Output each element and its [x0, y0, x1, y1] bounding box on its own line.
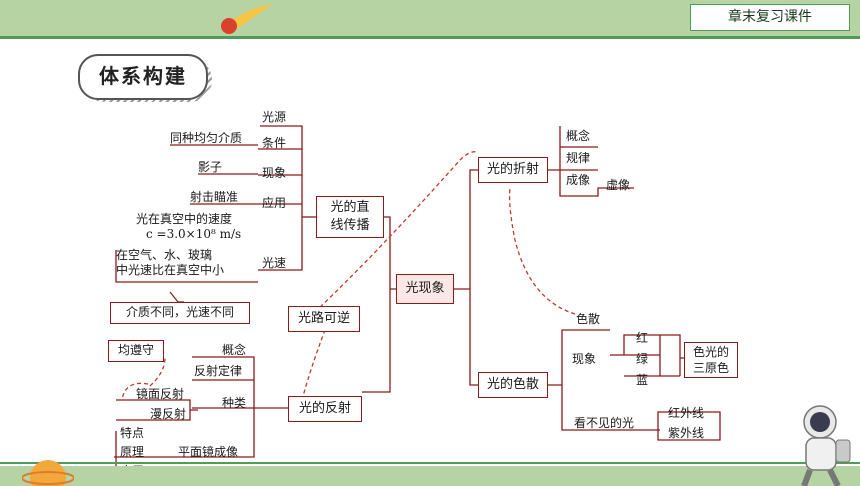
light-source-label: 光源 [262, 110, 287, 124]
invisible-light: 看不见的光 [574, 416, 635, 430]
straight-line-2: 线传播 [330, 218, 370, 233]
dispersion-node[interactable]: 光的色散 [478, 372, 548, 398]
straight-propagation-node[interactable]: 光的直 线传播 [316, 196, 384, 238]
reversible-node[interactable]: 光路可逆 [288, 306, 360, 332]
reflection-node[interactable]: 光的反射 [288, 396, 362, 422]
comet-icon [221, 4, 273, 34]
green-label: 绿 [636, 352, 649, 366]
refraction-imaging: 成像 [566, 173, 591, 187]
straight-line-1: 光的直 [330, 200, 370, 215]
astronaut-icon [801, 405, 851, 486]
blue-label: 蓝 [636, 373, 649, 387]
dispersion-phenomenon: 现象 [572, 352, 597, 366]
page-title: 体系构建 [78, 54, 208, 100]
condition-label: 条件 [262, 136, 287, 150]
infrared-label: 红外线 [668, 406, 705, 420]
plane-mirror-label: 平面镜成像 [178, 445, 239, 459]
red-label: 红 [636, 331, 649, 345]
bottom-banner-line [0, 462, 860, 464]
top-banner-line [0, 36, 860, 39]
course-review-button[interactable]: 章末复习课件 [690, 4, 850, 31]
reflection-law: 反射定律 [194, 364, 243, 378]
mirror-reflection: 镜面反射 [136, 387, 185, 401]
bottom-banner [0, 466, 860, 486]
phenomenon-detail: 影子 [198, 160, 223, 174]
law-note: 均遵守 [108, 340, 164, 362]
primary-colors-box: 色光的 三原色 [684, 342, 738, 378]
primary-line-2: 三原色 [692, 361, 729, 375]
reflection-kinds: 种类 [222, 396, 247, 410]
refraction-law: 规律 [566, 151, 591, 165]
phenomenon-label: 现象 [262, 166, 287, 180]
diffuse-reflection: 漫反射 [150, 407, 187, 421]
speed-line-1: 光在真空中的速度 [136, 212, 233, 226]
ultraviolet-label: 紫外线 [668, 426, 705, 440]
application-detail: 射击瞄准 [190, 190, 239, 204]
speed-line-4: 中光速比在真空中小 [116, 263, 225, 277]
primary-line-1: 色光的 [692, 345, 729, 359]
refraction-node[interactable]: 光的折射 [478, 157, 548, 183]
reflection-concept: 概念 [222, 343, 247, 357]
condition-detail: 同种均匀介质 [170, 131, 243, 145]
light-phenomena-center[interactable]: 光现象 [396, 274, 454, 304]
application-label: 应用 [262, 196, 287, 210]
speed-line-3: 在空气、水、玻璃 [116, 248, 213, 262]
speed-label: 光速 [262, 256, 287, 270]
dispersion-label: 色散 [576, 312, 601, 326]
feature-label: 特点 [120, 426, 145, 440]
speed-note: 介质不同，光速不同 [110, 302, 250, 324]
planet-icon [22, 460, 74, 486]
refraction-concept: 概念 [566, 129, 591, 143]
speed-line-2: c =3.0×10⁸ m/s [146, 227, 242, 241]
virtual-image: 虚像 [606, 178, 631, 192]
principle-label: 原理 [120, 445, 145, 459]
